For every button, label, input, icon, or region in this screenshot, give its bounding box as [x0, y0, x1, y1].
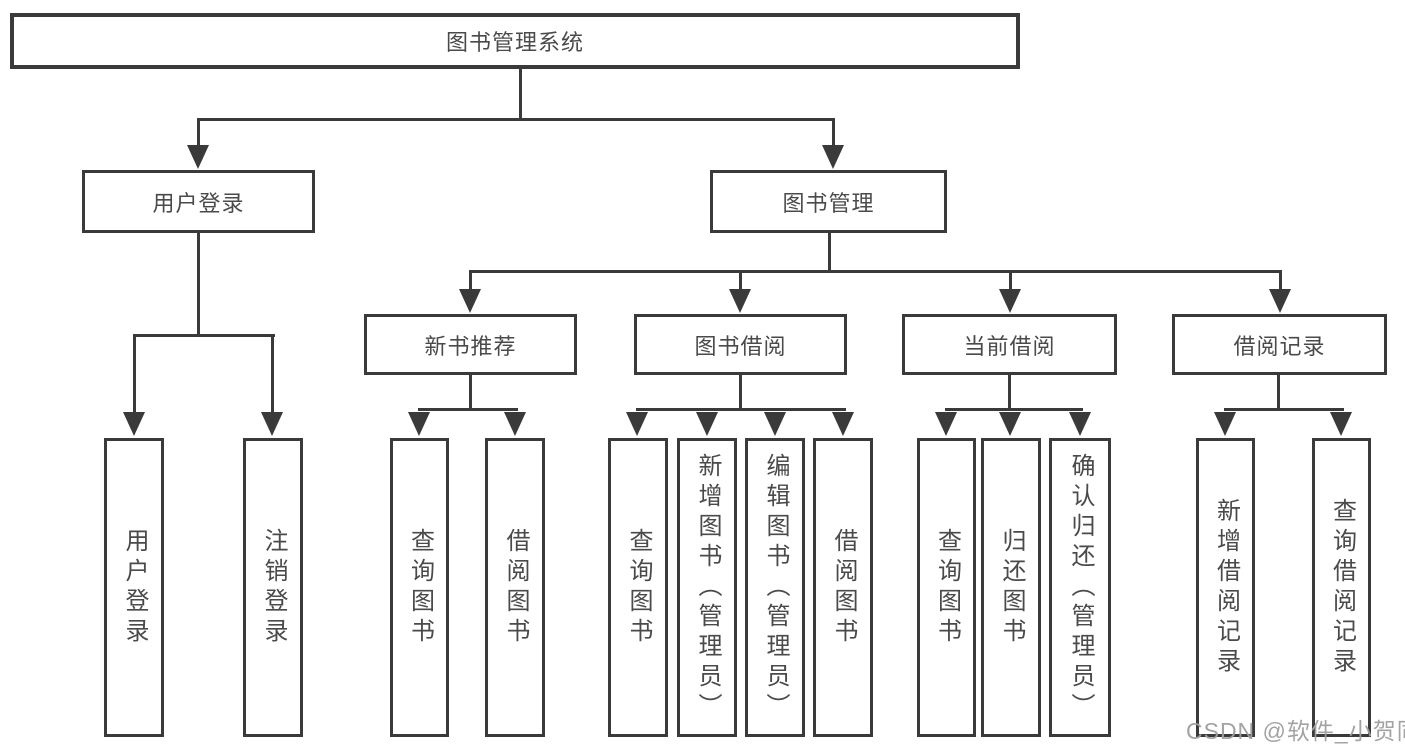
leaf-borrow-books: 借阅图书 [813, 438, 873, 737]
connector-feed-new-book-group [469, 371, 472, 411]
connector-rail-current-borrow-group [945, 408, 1083, 411]
csdn-watermark: CSDN @软件_小贺同学 [1186, 718, 1405, 744]
node-borrow-records-label: 借阅记录 [1233, 333, 1326, 359]
connector-rail-level2 [197, 118, 835, 121]
leaf-confirm-return-admin-label: 确认归还（管理员） [1067, 452, 1094, 723]
arrow-to-leaf-query-books-1 [408, 412, 430, 436]
node-new-book-recommend: 新书推荐 [364, 314, 577, 375]
connector-feed-borrow-records-group [1277, 371, 1280, 411]
leaf-query-borrow-record-label: 查询借阅记录 [1328, 497, 1356, 678]
leaf-user-login-label: 用户登录 [121, 527, 148, 648]
arrow-to-leaf-borrow-books-1 [504, 412, 526, 436]
connector-stem-book-management [832, 118, 835, 150]
leaf-query-borrow-record: 查询借阅记录 [1312, 438, 1371, 737]
arrow-to-user-login [187, 145, 209, 169]
arrow-to-leaf-login [123, 412, 145, 436]
connector-rail-level3 [469, 270, 1282, 273]
leaf-borrow-books-recommend: 借阅图书 [485, 438, 545, 737]
arrow-to-leaf-query-record [1330, 412, 1352, 436]
leaf-query-books-borrow: 查询图书 [608, 438, 668, 737]
leaf-edit-book-admin: 编辑图书（管理员） [745, 438, 805, 737]
connector-stem-user-login [197, 118, 200, 150]
node-borrow-records: 借阅记录 [1172, 314, 1387, 375]
arrow-to-book-borrow [729, 289, 751, 313]
node-book-management: 图书管理 [710, 170, 947, 233]
leaf-edit-book-admin-label: 编辑图书（管理员） [762, 452, 789, 723]
leaf-confirm-return-admin: 确认归还（管理员） [1049, 438, 1111, 737]
connector-rail-book-borrow-group [636, 408, 846, 411]
leaf-return-book-label: 归还图书 [998, 527, 1025, 648]
connector-stem-borrow-records [1279, 270, 1282, 294]
leaf-logout: 注销登录 [243, 438, 303, 737]
leaf-query-books-current: 查询图书 [917, 438, 976, 737]
leaf-add-book-admin: 新增图书（管理员） [677, 438, 737, 737]
arrow-to-leaf-add-record [1214, 412, 1236, 436]
connector-stem-current-borrow [1009, 270, 1012, 294]
connector-stem-leaf-logout [271, 334, 274, 416]
node-root-label: 图书管理系统 [445, 30, 584, 55]
connector-feed-book-management [828, 230, 831, 273]
node-book-borrow: 图书借阅 [634, 314, 847, 375]
node-user-login: 用户登录 [82, 170, 315, 233]
node-book-borrow-label: 图书借阅 [694, 333, 787, 359]
arrow-to-leaf-logout [261, 412, 283, 436]
arrow-to-book-management [822, 145, 844, 169]
arrow-to-leaf-query-books-2 [626, 412, 648, 436]
arrow-to-leaf-return-book [999, 412, 1021, 436]
leaf-add-book-admin-label: 新增图书（管理员） [694, 452, 721, 723]
leaf-add-borrow-record-label: 新增借阅记录 [1212, 497, 1240, 678]
leaf-query-books-current-label: 查询图书 [933, 527, 961, 648]
connector-root-feed [519, 66, 522, 120]
node-user-login-label: 用户登录 [152, 190, 245, 216]
connector-stem-book-borrow [739, 270, 742, 294]
leaf-query-books-borrow-label: 查询图书 [625, 527, 652, 648]
node-book-management-label: 图书管理 [782, 190, 875, 216]
connector-stem-leaf-login [133, 334, 136, 416]
leaf-query-books-recommend: 查询图书 [390, 438, 449, 737]
leaf-add-borrow-record: 新增借阅记录 [1196, 438, 1255, 737]
node-root-system: 图书管理系统 [10, 13, 1020, 69]
arrow-to-leaf-borrow-books-2 [832, 412, 854, 436]
leaf-query-books-recommend-label: 查询图书 [406, 527, 434, 648]
arrow-to-leaf-confirm-return [1069, 412, 1091, 436]
leaf-logout-label: 注销登录 [260, 527, 287, 648]
connector-rail-user-login-group [133, 334, 275, 337]
connector-rail-borrow-records-group [1224, 408, 1344, 411]
arrow-to-current-borrow [999, 289, 1021, 313]
arrow-to-borrow-records [1269, 289, 1291, 313]
leaf-return-book: 归还图书 [981, 438, 1041, 737]
arrow-to-leaf-query-books-3 [935, 412, 957, 436]
leaf-user-login: 用户登录 [104, 438, 164, 737]
arrow-to-leaf-add-book [696, 412, 718, 436]
arrow-to-new-book [459, 289, 481, 313]
connector-feed-user-login-group [197, 230, 200, 337]
leaf-borrow-books-label: 借阅图书 [830, 527, 857, 648]
node-current-borrow-label: 当前借阅 [963, 333, 1056, 359]
arrow-to-leaf-edit-book [764, 412, 786, 436]
node-new-book-recommend-label: 新书推荐 [424, 333, 517, 359]
connector-feed-current-borrow-group [1008, 371, 1011, 411]
leaf-borrow-books-recommend-label: 借阅图书 [502, 527, 529, 648]
connector-rail-new-book-group [418, 408, 518, 411]
connector-stem-new-book [469, 270, 472, 294]
connector-feed-book-borrow-group [739, 371, 742, 411]
node-current-borrow: 当前借阅 [902, 314, 1117, 375]
